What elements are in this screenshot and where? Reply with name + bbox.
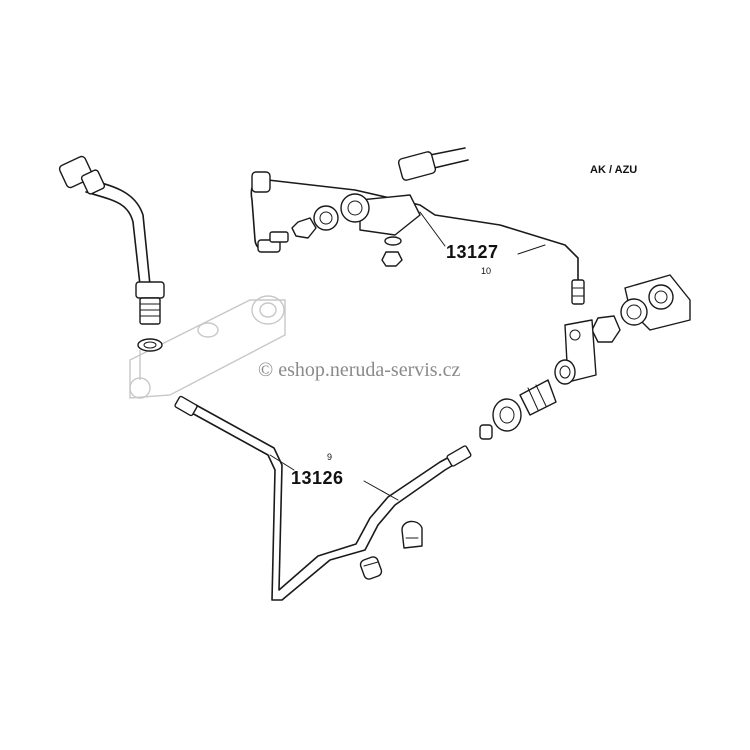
leader-13127-left xyxy=(419,211,446,247)
part-number-label-13127: 13127 xyxy=(446,242,499,262)
slave-cylinder-fittings xyxy=(479,274,691,440)
assembly-code: AK / AZU xyxy=(590,164,638,176)
part-number-label-13126: 13126 xyxy=(291,468,344,488)
reservoir-hose xyxy=(58,155,165,352)
line-13127 xyxy=(250,171,585,305)
leader-13127-right xyxy=(517,244,546,255)
leader-13126-right xyxy=(363,480,399,501)
line-13126 xyxy=(174,395,472,601)
upper-union-fitting xyxy=(397,147,469,181)
leader-13126-left xyxy=(269,454,295,471)
upper-bracket-assembly xyxy=(269,193,421,267)
master-cylinder xyxy=(129,295,286,399)
position-number-9: 9 xyxy=(327,452,333,462)
position-number-10: 10 xyxy=(481,266,492,276)
watermark: © eshop.neruda-servis.cz xyxy=(258,359,461,381)
line-clips xyxy=(359,520,423,580)
